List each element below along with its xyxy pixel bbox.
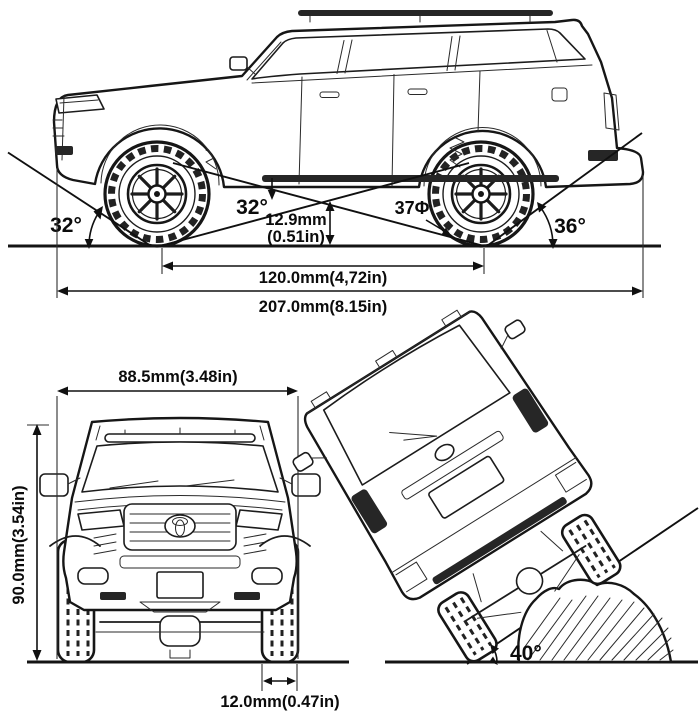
differential (159, 615, 201, 647)
tailgate-garnish (401, 430, 504, 500)
front-left-mirror (39, 473, 69, 497)
winch-plate (156, 571, 204, 599)
side-vehicle-drawing (52, 10, 645, 246)
front-dimension-annotations: 88.5mm(3.48in) 90.0mm(3.54in) 12.0mm(0.4… (10, 368, 349, 711)
side-front-wheel (105, 142, 209, 246)
tilt-bumper-trim (432, 497, 567, 585)
tilt-left-mirror (292, 451, 314, 472)
breakover-angle-label: 32° (236, 196, 268, 219)
rear-bumper-garnish (588, 150, 618, 161)
front-right-mirror (291, 473, 321, 497)
tilt-view: 40° (292, 309, 699, 665)
license-recess (428, 455, 505, 519)
tilt-vehicle-drawing (292, 309, 622, 663)
approach-angle-line (7, 151, 152, 247)
height-label: 90.0mm(3.54in) (10, 485, 28, 604)
rock-obstacle (517, 578, 674, 664)
width-label: 88.5mm(3.48in) (118, 368, 237, 386)
fuel-door (551, 87, 568, 102)
wheelbase-label: 120.0mm(4,72in) (259, 269, 387, 287)
tilt-right-tire (560, 513, 622, 586)
tire-diameter-label: 37Φ (395, 198, 430, 218)
tilt-right-taillight (512, 388, 549, 433)
side-mirror (229, 56, 248, 71)
side-view: 32° 36° 32° 12.9mm (0.51in) 37Φ (7, 10, 661, 316)
lower-intake (119, 555, 241, 569)
front-door-handle (319, 91, 340, 98)
clearance-in-label: (0.51in) (267, 228, 325, 246)
overall-length-label: 207.0mm(8.15in) (259, 298, 387, 316)
left-fog-light (77, 567, 109, 585)
departure-angle-line (486, 132, 643, 247)
rear-shock-spring (449, 135, 465, 168)
headlight (55, 94, 105, 114)
front-roof-rack (104, 433, 256, 443)
tilt-left-tire (437, 591, 498, 663)
clearance-mm-label: 12.9mm (265, 211, 326, 229)
taillight (603, 92, 620, 131)
approach-angle-label: 32° (50, 214, 82, 237)
roof-rack (298, 10, 553, 16)
rear-differential (515, 567, 544, 595)
rear-door-handle (407, 88, 428, 95)
tilt-angle-label: 40° (510, 642, 542, 665)
tire-width-label: 12.0mm(0.47in) (220, 693, 339, 711)
front-view: 88.5mm(3.48in) 90.0mm(3.54in) 12.0mm(0.4… (10, 368, 349, 711)
right-fog-light (251, 567, 283, 585)
tilt-angle-annotation: 40° (489, 642, 542, 665)
tilt-left-taillight (351, 489, 388, 534)
side-dimension-annotations: 32° 36° 32° 12.9mm (0.51in) 37Φ (7, 132, 661, 316)
front-vehicle-drawing (39, 416, 321, 664)
breakover-line-front (159, 162, 470, 247)
left-headlight (77, 509, 125, 531)
side-windows (251, 28, 586, 80)
departure-angle-label: 36° (554, 215, 586, 238)
windshield (81, 441, 279, 493)
right-headlight (235, 509, 283, 531)
rear-window (322, 324, 511, 486)
tilt-right-mirror (504, 319, 526, 340)
front-bumper-vent (55, 146, 73, 155)
tilt-toyota-emblem (434, 443, 455, 462)
